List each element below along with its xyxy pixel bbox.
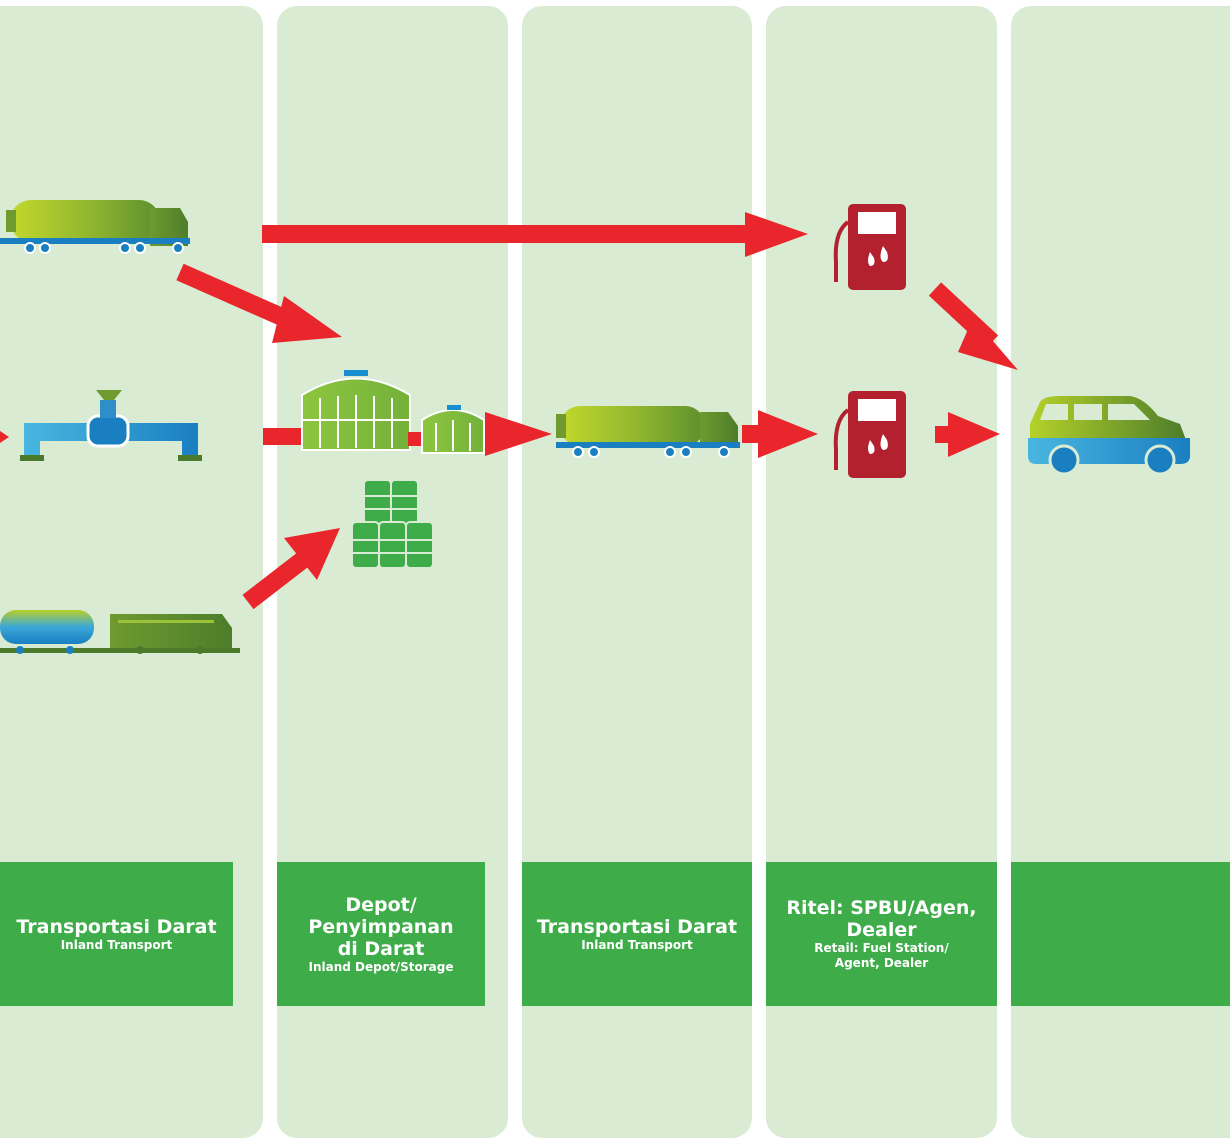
- arrow-pipeline-to-depot: [263, 428, 301, 445]
- arrow-truck-to-depot: [176, 263, 342, 343]
- label-main: Depot/ Penyimpanan di Darat: [308, 893, 454, 960]
- label-sub: Inland Depot/Storage: [308, 959, 454, 974]
- car-icon: [1028, 396, 1190, 476]
- label-sub: Inland Transport: [581, 937, 693, 952]
- label-consumer: [1011, 862, 1230, 1006]
- label-inland-transport-1: Transportasi Darat Inland Transport: [0, 862, 233, 1006]
- label-main: Ritel: SPBU/Agen, Dealer: [786, 897, 977, 941]
- arrow-rail-to-drums: [242, 528, 340, 610]
- label-inland-transport-2: Transportasi Darat Inland Transport: [522, 862, 752, 1006]
- arrow-truck-to-pump-2: [742, 410, 818, 458]
- label-sub: Inland Transport: [60, 937, 173, 952]
- arrow-depot-to-truck: [485, 412, 552, 456]
- arrow-pump-to-car: [935, 412, 1000, 457]
- label-sub: Retail: Fuel Station/ Agent, Dealer: [814, 941, 949, 970]
- tanker-truck-icon: [0, 200, 190, 254]
- pipeline-valve-icon: [20, 390, 202, 461]
- label-main: Transportasi Darat: [16, 915, 217, 938]
- arrow-pump-to-car-diagonal: [928, 282, 1018, 370]
- tanker-truck-icon: [556, 406, 740, 458]
- storage-tank-icon: [301, 370, 485, 454]
- label-retail: Ritel: SPBU/Agen, Dealer Retail: Fuel St…: [766, 862, 997, 1006]
- label-main: Transportasi Darat: [536, 915, 738, 938]
- oil-drums-icon: [351, 479, 434, 569]
- fuel-pump-icon: [833, 391, 906, 478]
- arrow-into-pipeline: [0, 431, 9, 443]
- rail-tanker-icon: [0, 610, 240, 654]
- label-inland-depot: Depot/ Penyimpanan di Darat Inland Depot…: [277, 862, 485, 1006]
- arrow-truck-to-pump: [262, 212, 808, 257]
- fuel-pump-icon: [833, 204, 906, 290]
